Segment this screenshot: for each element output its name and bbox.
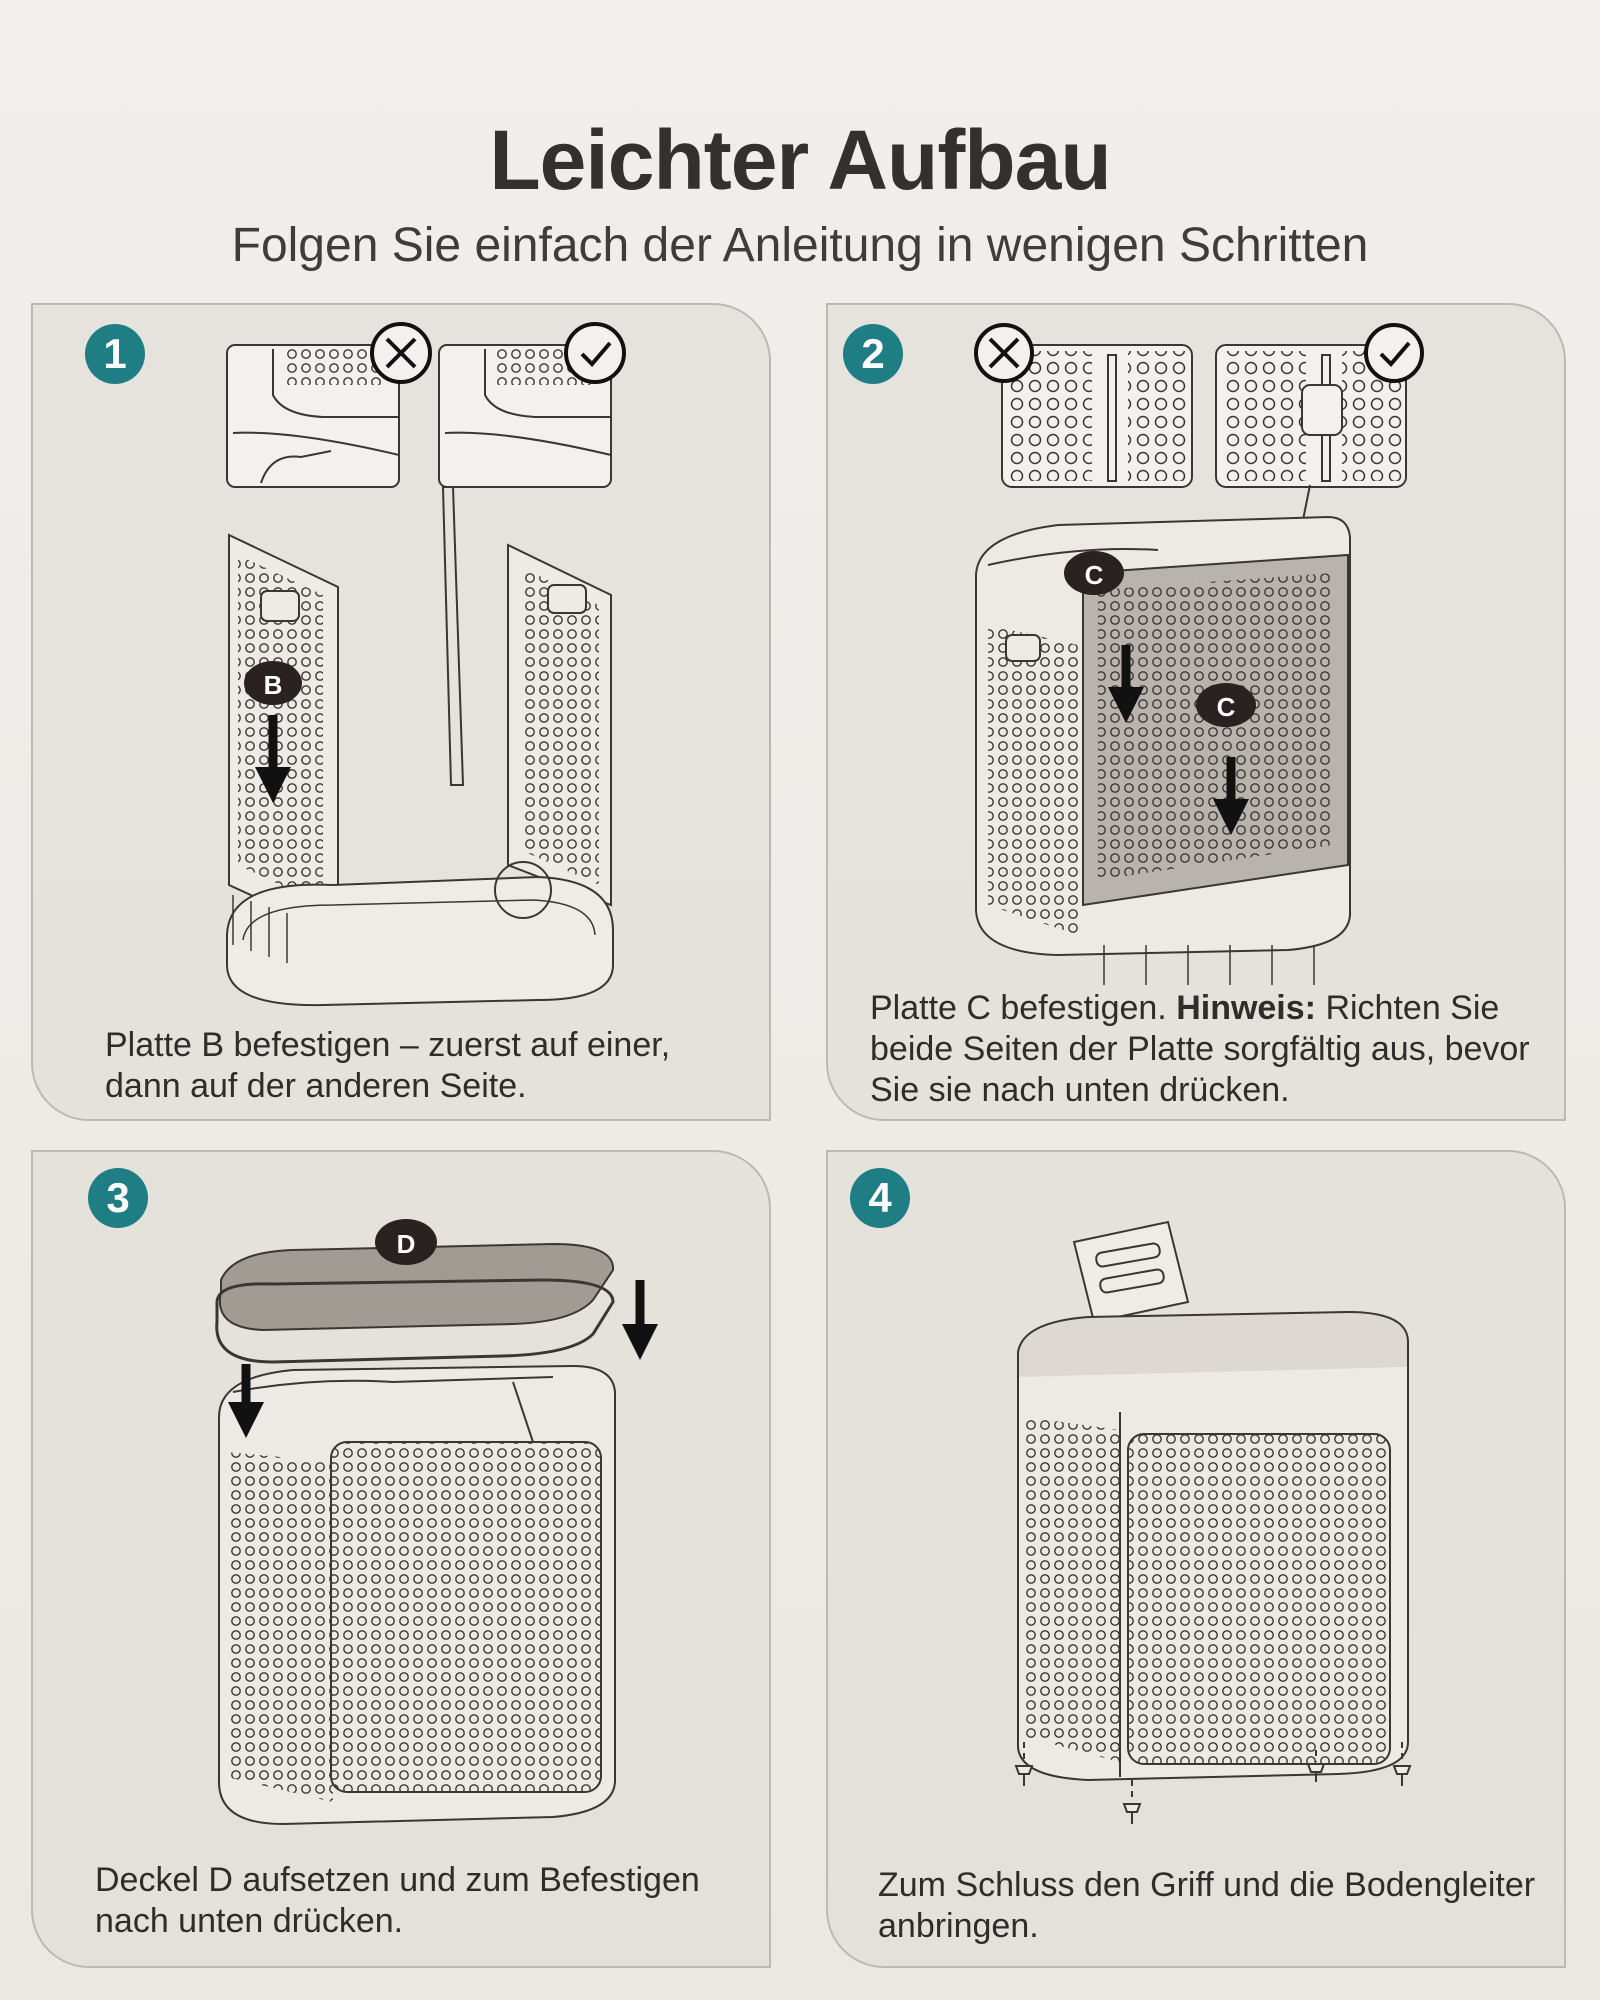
- step-4-caption: Zum Schluss den Griff und die Bodengleit…: [878, 1866, 1536, 1945]
- step-1-panel: 1: [31, 303, 771, 1121]
- part-label-c-2: C: [1217, 692, 1236, 722]
- step-2-caption: Platte C befestigen. Hinweis: Richten Si…: [870, 988, 1550, 1111]
- header: Leichter Aufbau Folgen Sie einfach der A…: [0, 110, 1600, 276]
- step-3-caption: Deckel D aufsetzen und zum Befestigen na…: [95, 1861, 700, 1940]
- check-circle-icon: [1364, 323, 1424, 383]
- cross-circle-icon: [370, 322, 432, 384]
- step-number-badge: 3: [88, 1168, 148, 1228]
- step-3-panel: 3 D Deckel D aufsetzen und zum Befestige…: [31, 1150, 771, 1968]
- caption-text: Platte C befestigen.: [870, 989, 1177, 1027]
- step-4-illustration: [1014, 1220, 1412, 1824]
- check-circle-icon: [564, 322, 626, 384]
- step-number-badge: 2: [843, 324, 903, 384]
- step-3-illustration: D: [215, 1219, 658, 1826]
- cross-circle-icon: [974, 323, 1034, 383]
- step-number-badge: 4: [850, 1168, 910, 1228]
- caption-text-rest: Richten Sie beide Seiten der Platte sorg…: [870, 989, 1530, 1109]
- step-1-illustration: B: [226, 322, 626, 1007]
- step-2-illustration: C C: [974, 323, 1424, 985]
- step-4-panel: 4 Zum Schluss den Griff und die Bodengle…: [826, 1150, 1566, 1968]
- step-1-caption: Platte B befestigen – zuerst auf einer, …: [105, 1026, 671, 1105]
- part-label-d: D: [397, 1229, 416, 1259]
- page-subtitle: Folgen Sie einfach der Anleitung in weni…: [231, 219, 1369, 272]
- caption-hint-label: Hinweis:: [1176, 989, 1316, 1027]
- part-label-c: C: [1085, 560, 1104, 590]
- step-2-panel: 2: [826, 303, 1566, 1121]
- page-title: Leichter Aufbau: [489, 113, 1111, 207]
- part-label-b: B: [264, 670, 283, 700]
- step-number-badge: 1: [85, 324, 145, 384]
